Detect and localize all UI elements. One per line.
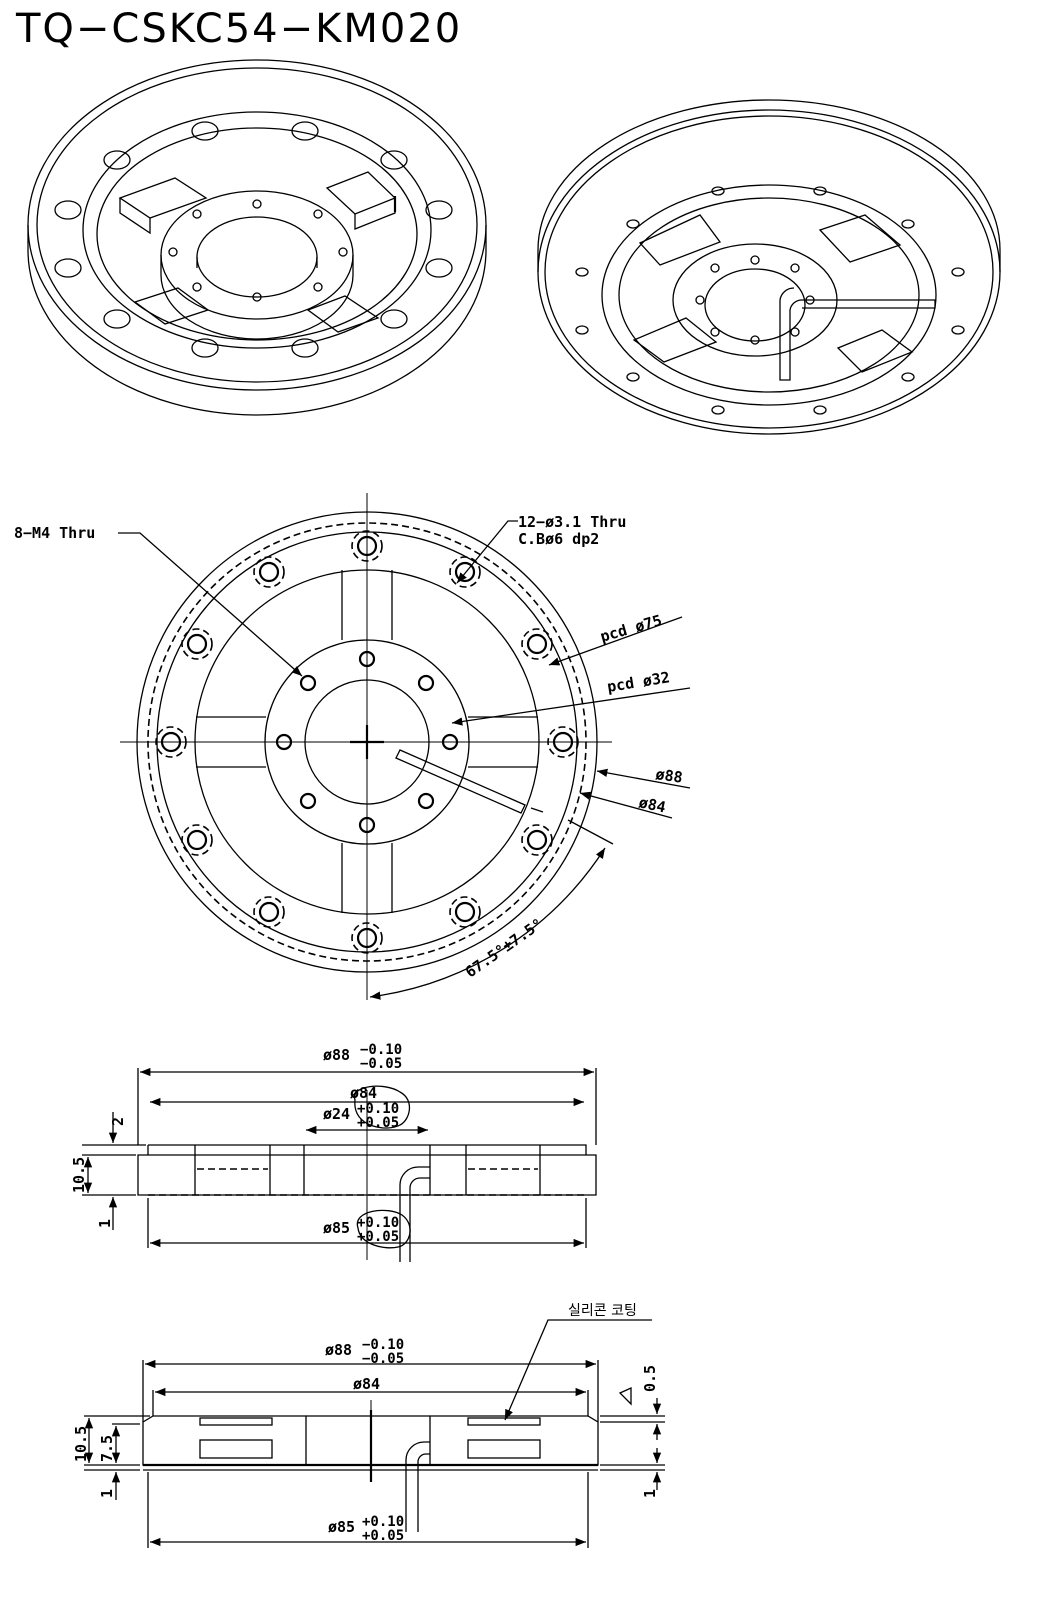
side-dia-85: ø85 xyxy=(323,1219,350,1237)
section-tol-85-lower: +0.05 xyxy=(362,1528,404,1544)
section-dim-1-left: 1 xyxy=(98,1489,116,1498)
section-dim-10-5: 10.5 xyxy=(72,1426,90,1462)
side-dia-24: ø24 xyxy=(323,1105,350,1123)
side-dim-2: 2 xyxy=(109,1117,127,1126)
side-dim-1: 1 xyxy=(96,1219,114,1228)
m4-hole-group xyxy=(275,650,459,834)
pcd-75-label: pcd ø75 xyxy=(598,611,664,646)
m4-holes-callout: 8−M4 Thru xyxy=(14,524,95,542)
angle-label: 67.5°±7.5° xyxy=(462,915,546,982)
section-dim-0-5: 0.5 xyxy=(641,1365,659,1392)
drawing-title: TQ−CSKC54−KM020 xyxy=(15,6,462,52)
isometric-view-back xyxy=(537,99,1001,435)
side-tol-88-lower: −0.05 xyxy=(360,1056,402,1072)
side-dim-10-5: 10.5 xyxy=(70,1157,88,1193)
thru-holes-callout: 12−ø3.1 Thru xyxy=(518,513,626,531)
top-view: 8−M4 Thru 12−ø3.1 Thru C.Bø6 dp2 pcd ø75… xyxy=(14,493,691,1000)
side-tol-24-lower: +0.05 xyxy=(357,1115,399,1131)
side-view: ø88 −0.10 −0.05 ø84 ø24 +0.10 +0.05 ø85 … xyxy=(70,1042,597,1262)
side-tol-24-upper: +0.10 xyxy=(357,1101,399,1117)
side-dia-84: ø84 xyxy=(350,1084,377,1102)
side-tol-88-upper: −0.10 xyxy=(360,1042,402,1058)
side-tol-85-upper: +0.10 xyxy=(357,1215,399,1231)
isometric-view-front xyxy=(27,59,487,416)
section-dia-84: ø84 xyxy=(353,1375,380,1393)
counterbore-callout: C.Bø6 dp2 xyxy=(518,530,599,548)
section-dia-85: ø85 xyxy=(328,1518,355,1536)
section-dim-1-right: 1 xyxy=(641,1489,659,1498)
section-view: 실리콘 코팅 ø88 −0.10 −0.05 ø84 ø85 +0.10 +0.… xyxy=(72,1303,665,1548)
side-dia-88: ø88 xyxy=(323,1046,350,1064)
section-dia-88: ø88 xyxy=(325,1341,352,1359)
side-tol-85-lower: +0.05 xyxy=(357,1229,399,1245)
section-dim-7-5: 7.5 xyxy=(98,1435,116,1462)
section-tol-88-upper: −0.10 xyxy=(362,1337,404,1353)
section-tol-88-lower: −0.05 xyxy=(362,1351,404,1367)
coating-note: 실리콘 코팅 xyxy=(568,1303,637,1319)
dia-88-label: ø88 xyxy=(654,765,683,787)
section-tol-85-upper: +0.10 xyxy=(362,1514,404,1530)
dia-84-label: ø84 xyxy=(637,793,667,816)
